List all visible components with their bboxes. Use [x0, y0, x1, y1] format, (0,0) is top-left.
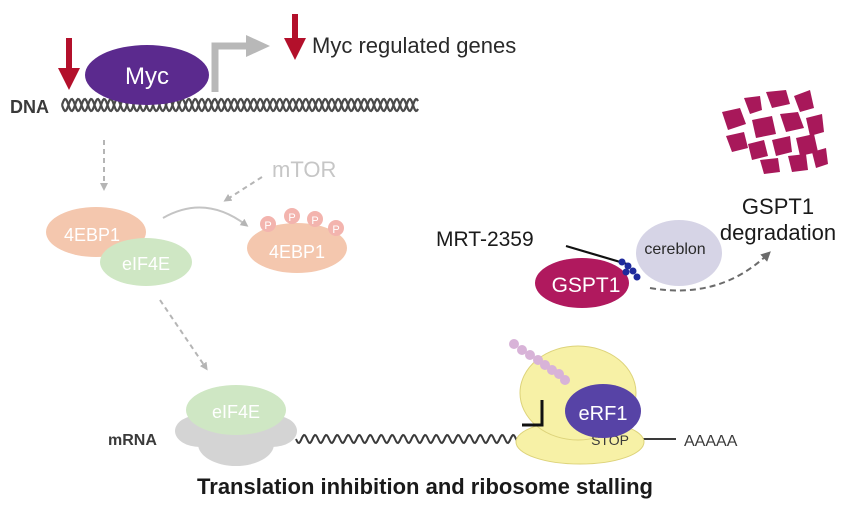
phospho-group: P P P P — [260, 208, 344, 236]
myc-protein — [85, 45, 209, 105]
phospho-icon — [284, 208, 300, 224]
erf1-protein — [565, 384, 641, 438]
trna-stalk — [522, 400, 544, 427]
fourebp1-phospho-label: 4EBP1 — [269, 242, 325, 262]
eif4e-mrna — [186, 385, 286, 435]
dashed-arrow-to-mrna — [159, 299, 208, 371]
fourebp1-bound-label: 4EBP1 — [64, 225, 120, 245]
cereblon-protein — [636, 220, 722, 286]
mrna-label: mRNA — [108, 432, 157, 449]
mrt2359-pointer — [565, 244, 628, 266]
gspt1-label: GSPT1 — [552, 274, 621, 297]
phospho-icon — [328, 220, 344, 236]
degradation-arrow — [649, 251, 771, 292]
gspt1-degradation-label-line1: GSPT1 — [742, 194, 814, 219]
phospho-label: P — [332, 224, 339, 236]
polya-tail-label: AAAAA — [684, 433, 738, 450]
mrt2359-molecule-icon — [618, 258, 641, 281]
gspt1-degradation-label-line2: degradation — [720, 220, 836, 245]
figure-caption: Translation inhibition and ribosome stal… — [197, 474, 653, 499]
eif4e-bound — [100, 238, 192, 286]
myc-regulated-genes-label: Myc regulated genes — [312, 33, 516, 58]
phospho-icon — [307, 211, 323, 227]
nascent-peptide-chain — [509, 339, 570, 385]
cereblon-label: cereblon — [644, 241, 705, 258]
down-arrow-genes-icon — [284, 14, 306, 60]
eif4e-mrna-label: eIF4E — [212, 402, 260, 422]
dna-helix — [60, 97, 419, 113]
degraded-fragments-icon — [722, 90, 828, 174]
dna-label: DNA — [10, 97, 49, 117]
phospho-icon — [260, 216, 276, 232]
erf1-label: eRF1 — [579, 403, 628, 425]
transcription-arrow-icon — [211, 35, 270, 92]
phospho-label: P — [311, 215, 318, 227]
eif4e-bound-label: eIF4E — [122, 254, 170, 274]
phospho-label: P — [288, 212, 295, 224]
down-arrow-myc-icon — [58, 38, 80, 90]
phospho-label: P — [264, 220, 271, 232]
fourebp1-phospho — [247, 223, 347, 273]
mrt2359-label: MRT-2359 — [436, 228, 534, 251]
dashed-arrow-mtor — [223, 176, 263, 202]
release-arrow — [162, 206, 249, 227]
mtor-label: mTOR — [272, 157, 336, 182]
gspt1-protein — [535, 258, 629, 308]
myc-label: Myc — [125, 63, 169, 90]
